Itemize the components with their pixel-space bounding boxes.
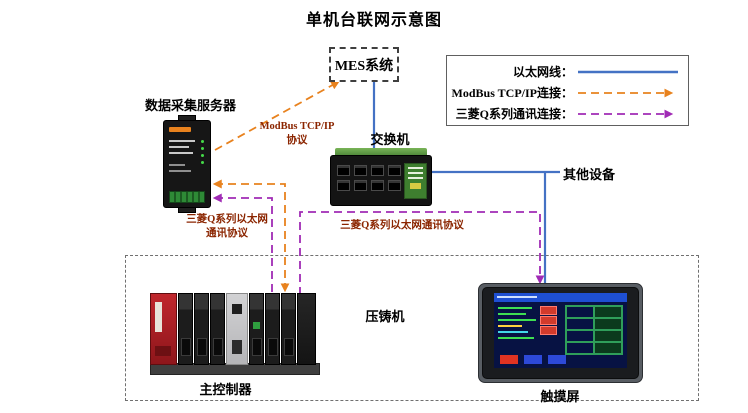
switch-device-image bbox=[330, 148, 432, 206]
mes-system-node: MES系统 bbox=[329, 47, 399, 82]
switch-label: 交换机 bbox=[370, 132, 410, 147]
touch-screen-label: 触摸屏 bbox=[540, 389, 580, 404]
plc-power-module bbox=[150, 293, 177, 365]
die-casting-machine-label: 压铸机 bbox=[365, 309, 405, 324]
mes-system-label: MES系统 bbox=[334, 58, 394, 74]
server-led bbox=[201, 161, 204, 164]
switch-port-grid bbox=[337, 165, 401, 191]
rj45-port bbox=[388, 165, 401, 176]
plc-module bbox=[210, 293, 225, 365]
rj45-port bbox=[354, 180, 367, 191]
modbus-dashed-arrow-sample bbox=[578, 88, 674, 97]
mitsubishi-left-line2: 通讯协议 bbox=[206, 227, 248, 239]
switch-sticker bbox=[410, 183, 421, 189]
hmi-screen bbox=[494, 293, 627, 368]
legend-label-modbus: ModBus TCP/IP连接： bbox=[451, 86, 573, 100]
plc-module bbox=[265, 293, 280, 365]
ethernet-line-sample bbox=[578, 70, 678, 73]
hmi-button bbox=[524, 355, 542, 364]
main-controller-label: 主控制器 bbox=[199, 382, 252, 397]
diagram-title: 单机台联网示意图 bbox=[305, 12, 442, 29]
legend-item-mitsubishi-q: 三菱Q系列通讯连接： bbox=[451, 103, 688, 124]
modbus-protocol-line1: ModBus TCP/IP bbox=[259, 121, 335, 132]
server-terminal-block bbox=[169, 191, 205, 203]
rj45-port bbox=[388, 180, 401, 191]
rj45-port bbox=[337, 180, 350, 191]
server-brand-logo bbox=[169, 127, 191, 132]
rj45-port bbox=[371, 165, 384, 176]
hmi-screen-titlebar bbox=[494, 293, 627, 302]
rj45-port bbox=[371, 180, 384, 191]
switch-label-panel bbox=[404, 163, 427, 199]
plc-device-image bbox=[148, 293, 334, 375]
plc-module-row bbox=[150, 293, 316, 365]
plc-ethernet-module bbox=[249, 293, 264, 365]
server-led bbox=[201, 154, 204, 157]
legend-label-mitsubishi-q: 三菱Q系列通讯连接： bbox=[455, 107, 573, 121]
other-devices-label: 其他设备 bbox=[563, 167, 616, 182]
legend: 以太网线： ModBus TCP/IP连接： 三菱Q系列通讯连接： bbox=[446, 55, 689, 126]
modbus-protocol-annotation: ModBus TCP/IP 协议 bbox=[251, 120, 343, 147]
plc-cpu-module bbox=[226, 293, 248, 365]
hmi-indicator bbox=[540, 316, 557, 325]
switch-top-panel bbox=[335, 148, 427, 157]
rj45-port bbox=[337, 165, 350, 176]
hmi-indicator bbox=[540, 326, 557, 335]
mitsubishi-right-line1: 三菱Q系列以太网通讯协议 bbox=[340, 220, 464, 231]
plc-module bbox=[281, 293, 296, 365]
hmi-device-image bbox=[478, 283, 643, 383]
legend-item-ethernet: 以太网线： bbox=[451, 61, 688, 82]
server-led bbox=[201, 147, 204, 150]
server-led bbox=[201, 140, 204, 143]
modbus-protocol-line2: 协议 bbox=[286, 134, 308, 146]
legend-label-ethernet: 以太网线： bbox=[512, 65, 573, 79]
plc-end-module bbox=[297, 293, 316, 365]
mitsubishi-protocol-annotation-right: 三菱Q系列以太网通讯协议 bbox=[334, 219, 470, 233]
mitsubishi-dashed-arrow-sample bbox=[578, 109, 674, 118]
legend-item-modbus: ModBus TCP/IP连接： bbox=[451, 82, 688, 103]
plc-module bbox=[178, 293, 193, 365]
data-server-device-image bbox=[163, 115, 211, 213]
data-server-label: 数据采集服务器 bbox=[144, 98, 236, 113]
hmi-indicator bbox=[540, 306, 557, 315]
hmi-button bbox=[548, 355, 566, 364]
plc-module bbox=[194, 293, 209, 365]
hmi-value-table bbox=[565, 305, 623, 355]
mitsubishi-protocol-annotation-left: 三菱Q系列以太网 通讯协议 bbox=[184, 213, 270, 240]
mitsubishi-left-line1: 三菱Q系列以太网 bbox=[186, 214, 268, 225]
rj45-port bbox=[354, 165, 367, 176]
hmi-button bbox=[500, 355, 518, 364]
